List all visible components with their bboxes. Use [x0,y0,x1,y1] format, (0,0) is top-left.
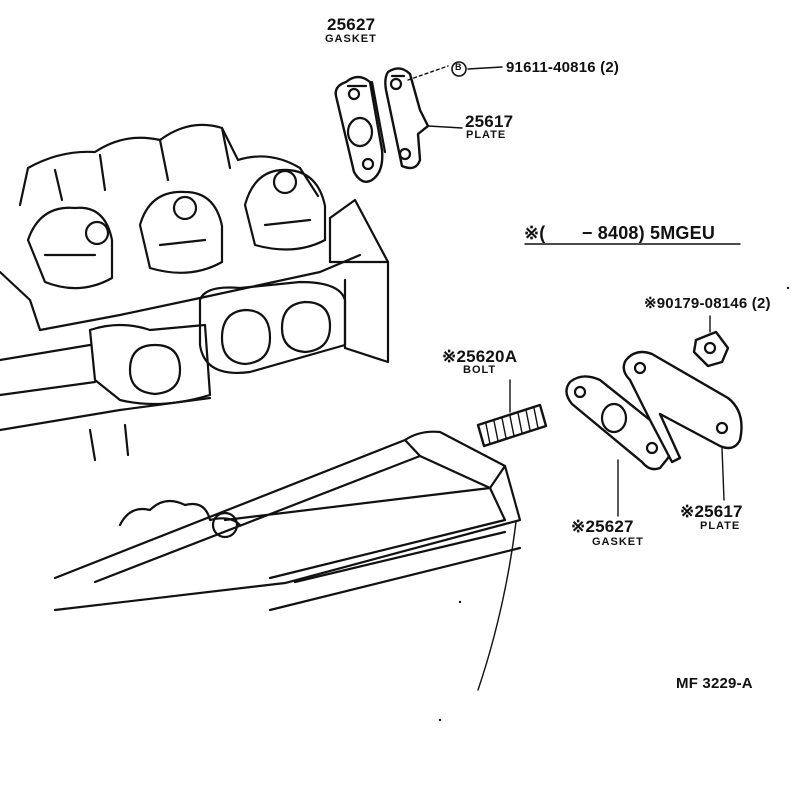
top-gasket [334,75,387,183]
lower-plate-number: ※25617 [680,502,743,521]
cylinder-head [0,123,390,462]
bolt-marker-icon [451,61,467,77]
stud-bolt-number: ※25620A [442,347,518,366]
nut-number: ※90179-08146 (2) [644,295,771,312]
stud-bolt-name: BOLT [463,364,497,376]
figure-code: MF 3229-A [676,675,753,692]
lower-gasket-name: GASKET [592,536,644,548]
lower-plate [622,350,743,501]
lower-gasket-number: ※25627 [571,517,634,536]
top-bolt-number: 91611-40816 (2) [506,59,620,76]
applicability-note: ※( − 8408) 5MGEU [524,223,716,243]
bolt-marker-label: B [455,62,462,72]
top-plate [384,67,430,170]
stud-bolt [476,379,548,448]
intake-manifold [53,430,522,691]
top-gasket-number: 25627 [327,15,376,34]
nut [692,315,730,368]
top-bolt-callout [407,61,503,129]
top-plate-number: 25617 [465,112,514,131]
lower-gasket [565,375,672,517]
top-plate-name: PLATE [466,129,507,141]
top-gasket-name: GASKET [325,33,377,45]
lower-plate-name: PLATE [700,520,741,532]
